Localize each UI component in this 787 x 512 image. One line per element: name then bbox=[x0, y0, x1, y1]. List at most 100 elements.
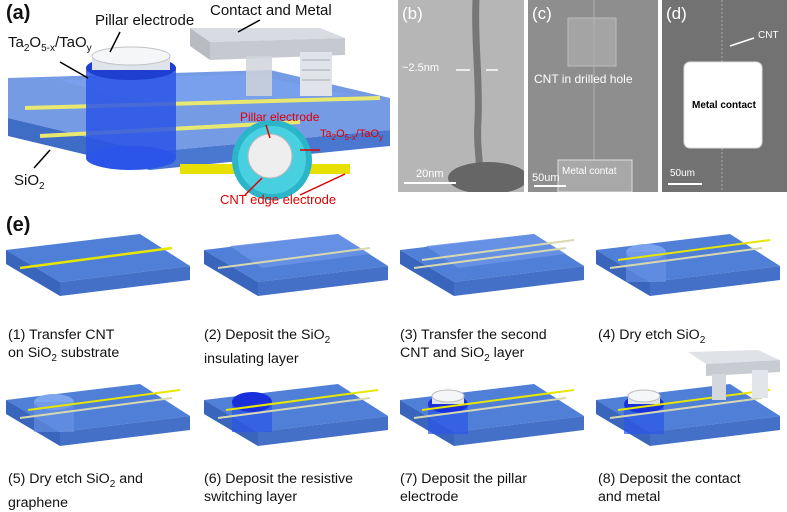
contact-leg-1 bbox=[246, 56, 272, 96]
step-3-caption: (3) Transfer the second CNT and SiO2 lay… bbox=[400, 327, 547, 364]
arrow-pillar bbox=[109, 31, 121, 53]
step6-slab-front bbox=[204, 400, 258, 446]
step-4-illustration bbox=[596, 234, 780, 296]
step8-slab-front bbox=[596, 400, 650, 446]
panel-c-scale-text: 50um bbox=[532, 172, 560, 184]
inset-ta-label: Ta2O5-x/TaOy bbox=[320, 128, 383, 143]
step-5-caption: (5) Dry etch SiO2 and graphene bbox=[8, 471, 143, 511]
step-8-caption: (8) Deposit the contact and metal bbox=[598, 471, 741, 505]
pillar-bottom bbox=[86, 146, 176, 170]
pillar-body bbox=[86, 68, 176, 158]
tem-background bbox=[398, 0, 524, 192]
step-2-illustration bbox=[204, 234, 388, 296]
step2-slab-side bbox=[258, 266, 388, 296]
step-1-caption: (1) Transfer CNT on SiO2 substrate bbox=[8, 327, 120, 364]
panel-e-illustrations bbox=[6, 234, 780, 446]
contact-leg-2 bbox=[300, 52, 332, 96]
step8-pillar-top bbox=[627, 389, 661, 403]
inset-cnt-edge-label: CNT edge electrode bbox=[220, 192, 337, 207]
sio2-label: SiO2 bbox=[14, 172, 45, 192]
pillar-electrode-top bbox=[91, 46, 171, 66]
panel-a-illustration bbox=[8, 19, 390, 200]
step1-slab-side bbox=[60, 266, 190, 296]
step4-cnt-2 bbox=[617, 239, 771, 261]
step2-slab-front bbox=[204, 250, 258, 296]
metal-contact-c bbox=[557, 159, 633, 192]
step8-contact-leg-1 bbox=[712, 374, 726, 400]
step6-slab-side bbox=[258, 416, 388, 446]
panel-d: (d) CNT Metal contact 50um bbox=[662, 0, 787, 192]
step7-cnt-1 bbox=[413, 397, 567, 419]
step4-slab-side bbox=[650, 266, 780, 296]
step-5-illustration bbox=[6, 384, 190, 446]
step8-contact-leg-2 bbox=[752, 370, 768, 398]
panel-c-hole-text: CNT in drilled hole bbox=[534, 72, 633, 86]
step-2-caption: (2) Deposit the SiO2 insulating layer bbox=[204, 327, 331, 367]
panel-d-scale-text: 50um bbox=[670, 168, 696, 179]
panel-b-label: (b) bbox=[402, 4, 423, 23]
step3-slab-side bbox=[454, 266, 584, 296]
step5-cnt-2 bbox=[27, 389, 181, 411]
step3-cnt-2 bbox=[421, 239, 575, 261]
pillar-electrode-label: Pillar electrode bbox=[95, 12, 195, 29]
step8-contact-top bbox=[688, 350, 780, 364]
step6-cnt-2 bbox=[225, 389, 379, 411]
step-1-illustration bbox=[6, 234, 190, 296]
contact-top bbox=[190, 28, 345, 42]
panel-c: (c) CNT in drilled hole Metal contat 50u… bbox=[528, 0, 658, 192]
step6-cnt-1 bbox=[217, 397, 371, 419]
panel-e-steps: (1) Transfer CNT on SiO2 substrate (2) D… bbox=[0, 210, 787, 511]
step7-slab-side bbox=[454, 416, 584, 446]
inset-arrow-edge-1 bbox=[244, 177, 263, 196]
panel-e-label: (e) bbox=[6, 214, 31, 236]
panel-c-metal-text: Metal contat bbox=[562, 166, 617, 177]
panel-d-metal-text: Metal contact bbox=[692, 100, 756, 111]
step7-pillar-top bbox=[431, 389, 465, 403]
inset-arrow-edge-2 bbox=[299, 173, 346, 196]
step5-cnt-1 bbox=[19, 397, 173, 419]
inset-arrow-pillar bbox=[265, 124, 271, 139]
arrow-contact bbox=[237, 19, 261, 33]
metal-contact-d bbox=[683, 61, 763, 149]
step8-cnt-1 bbox=[609, 397, 763, 419]
step2-layer bbox=[230, 234, 370, 268]
step5-slab-front bbox=[6, 400, 60, 446]
step1-cnt bbox=[19, 246, 173, 270]
panel-a-label: (a) bbox=[6, 2, 31, 24]
step-7-caption: (7) Deposit the pillar electrode bbox=[400, 471, 527, 505]
step5-slab-side bbox=[60, 416, 190, 446]
step-6-caption: (6) Deposit the resistive switching laye… bbox=[204, 471, 354, 505]
step2-cnt bbox=[217, 247, 371, 269]
step-8-illustration bbox=[596, 350, 780, 446]
panel-b-width-text: ~2.5nm bbox=[402, 62, 439, 74]
arrow-ta bbox=[59, 61, 89, 79]
step3-cnt-1 bbox=[413, 247, 567, 269]
panel-d-cnt-text: CNT bbox=[758, 30, 779, 41]
contact-side bbox=[190, 28, 210, 60]
step-6-illustration bbox=[204, 384, 388, 446]
panel-d-cnt-arrow bbox=[729, 37, 755, 47]
contact-metal-label: Contact and Metal bbox=[210, 2, 332, 19]
inset-pillar-label: Pillar electrode bbox=[240, 110, 320, 124]
step7-slab-front bbox=[400, 400, 454, 446]
inset-pillar-disk bbox=[247, 133, 293, 179]
panel-d-sem bbox=[662, 0, 787, 192]
step-3-illustration bbox=[400, 234, 584, 296]
step1-slab-front bbox=[6, 250, 60, 296]
step3-slab-front bbox=[400, 250, 454, 296]
panel-b: (b) ~2.5nm 20nm bbox=[398, 0, 524, 192]
tem-particle bbox=[448, 162, 524, 192]
arrow-sio2 bbox=[33, 149, 51, 169]
panel-b-tem bbox=[398, 0, 524, 192]
panel-c-label: (c) bbox=[532, 4, 552, 23]
step-4-caption: (4) Dry etch SiO2 bbox=[598, 327, 706, 346]
step-7-illustration bbox=[400, 384, 584, 446]
panel-d-label: (d) bbox=[666, 4, 687, 23]
drilled-hole bbox=[567, 17, 617, 67]
ta-label: Ta2O5-x/TaOy bbox=[8, 34, 92, 54]
step8-cnt-2 bbox=[617, 389, 771, 411]
step8-slab-side bbox=[650, 416, 780, 446]
panel-a: (a) Pillar electrode Contact and Metal T… bbox=[0, 0, 390, 210]
panel-b-scale-text: 20nm bbox=[416, 168, 444, 180]
step4-cnt-1 bbox=[609, 247, 763, 269]
